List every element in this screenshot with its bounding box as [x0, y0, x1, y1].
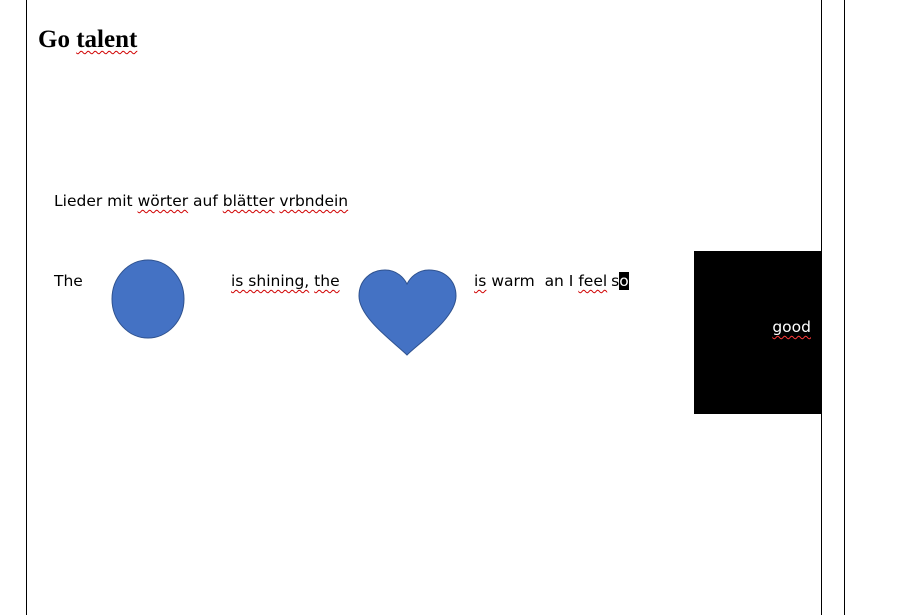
line1-word-blaetter: blätter [222, 192, 275, 210]
line2-letter-s: s [611, 272, 620, 290]
page-left-border [26, 0, 27, 615]
line2-word-the: the [314, 272, 340, 290]
outer-right-border [844, 0, 845, 615]
line1-word-woerter: wörter [137, 192, 189, 210]
heart-shape[interactable] [357, 268, 459, 358]
line2-word-is-shining: is shining, [231, 272, 310, 290]
text-box-word-good: good [772, 318, 811, 336]
document-title[interactable]: Go talent [38, 24, 137, 56]
line1-word-vrbndein: vrbndein [279, 192, 349, 210]
text-cursor-selection: o [619, 272, 629, 290]
line2-word-an-i: an I [544, 272, 574, 290]
line2-segment-shining[interactable]: is shining, the [231, 271, 340, 291]
title-word-talent: talent [76, 26, 138, 53]
line2-word-feel: feel [578, 272, 608, 290]
line2-word-the-start: The [54, 272, 83, 290]
title-word-go: Go [38, 26, 70, 53]
lyrics-line-1[interactable]: Lieder mit wörter auf blätter vrbndein [54, 191, 348, 211]
text-box-content: good [772, 317, 811, 337]
line2-word-warm: warm [491, 272, 535, 290]
page-right-border [821, 0, 822, 615]
black-text-box[interactable]: good [694, 251, 821, 414]
line1-word-auf: auf [193, 192, 218, 210]
line2-word-is: is [474, 272, 487, 290]
line1-text: Lieder mit [54, 192, 133, 210]
sun-circle-shape[interactable] [110, 259, 188, 341]
